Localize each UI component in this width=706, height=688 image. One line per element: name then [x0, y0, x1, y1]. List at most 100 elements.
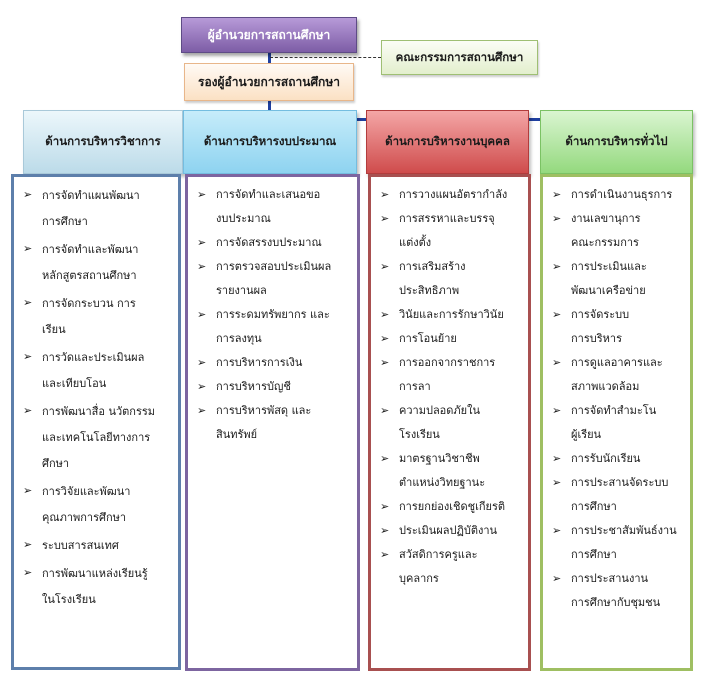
list-item: ➢ การสรรหาและบรรจุ แต่งตั้ง — [377, 207, 524, 255]
list-item: ➢ การวัดและประเมินผล และเทียบโอน — [20, 345, 174, 397]
list-item-text: การวัดและประเมินผล และเทียบโอน — [42, 351, 145, 390]
budget-admin-list: ➢การจัดทำและเสนอขอ งบประมาณ ➢ การจัดสรรงบป… — [194, 183, 353, 447]
budget-admin-column: ➢การจัดทำและเสนอขอ งบประมาณ ➢ การจัดสรรงบป… — [185, 174, 360, 671]
list-item-text: การประสานงาน การศึกษากับชุมชน — [571, 572, 661, 609]
list-item-text: ระบบสารสนเทศ — [42, 539, 119, 552]
academic-admin-header-label: ด้านการบริหารวิชาการ — [45, 134, 161, 148]
arrow-bullet-icon: ➢ — [23, 350, 33, 363]
arrow-bullet-icon: ➢ — [380, 452, 390, 465]
list-item: ➢ การโอนย้าย — [377, 327, 524, 351]
personnel-admin-header: ด้านการบริหารงานบุคคล — [366, 110, 529, 174]
connector-director-committee — [270, 57, 381, 58]
committee-box: คณะกรรมการสถานศึกษา — [381, 40, 538, 75]
list-item: ➢การจัดระบบ การบริหาร — [549, 303, 686, 351]
arrow-bullet-icon: ➢ — [197, 404, 207, 417]
list-item-text: การบริหารการเงิน — [216, 356, 303, 369]
arrow-bullet-icon: ➢ — [380, 548, 390, 561]
arrow-bullet-icon: ➢ — [552, 188, 562, 201]
list-item: ➢การออกจากราชการ การลา — [377, 351, 524, 399]
list-item-text: การออกจากราชการ การลา — [399, 356, 496, 393]
list-item-text: งานเลขานุการ คณะกรรมการ — [571, 212, 641, 249]
arrow-bullet-icon: ➢ — [197, 356, 207, 369]
list-item-text: การสรรหาและบรรจุ แต่งตั้ง — [399, 212, 495, 249]
list-item-text: การวิจัยและพัฒนา คุณภาพการศึกษา — [42, 485, 131, 524]
arrow-bullet-icon: ➢ — [552, 452, 562, 465]
personnel-admin-list: ➢การวางแผนอัตรากำลัง➢การสรรหาและบรรจุ แต… — [377, 183, 524, 591]
list-item: ➢การพัฒนาสื่อ นวัตกรรม และเทคโนโลยีทางกา… — [20, 399, 174, 477]
list-item: ➢ การจัดทำสำมะโน ผู้เรียน — [549, 399, 686, 447]
list-item: ➢การจัดทำและเสนอขอ งบประมาณ — [194, 183, 353, 231]
arrow-bullet-icon: ➢ — [380, 260, 390, 273]
arrow-bullet-icon: ➢ — [23, 538, 33, 551]
arrow-bullet-icon: ➢ — [23, 296, 33, 309]
list-item: ➢ การพัฒนาแหล่งเรียนรู้ ในโรงเรียน — [20, 561, 174, 613]
list-item: ➢สวัสดิการครูและ บุคลากร — [377, 543, 524, 591]
arrow-bullet-icon: ➢ — [552, 572, 562, 585]
list-item: ➢ วินัยและการรักษาวินัย — [377, 303, 524, 327]
list-item-text: การโอนย้าย — [399, 332, 457, 345]
list-item: ➢ ความปลอดภัยใน โรงเรียน — [377, 399, 524, 447]
arrow-bullet-icon: ➢ — [380, 212, 390, 225]
academic-admin-header: ด้านการบริหารวิชาการ — [23, 110, 183, 174]
list-item-text: มาตรฐานวิชาชีพ ตำแหน่งวิทยฐานะ — [399, 452, 486, 489]
personnel-admin-header-label: ด้านการบริหารงานบุคคล — [385, 134, 510, 148]
list-item-text: การบริหารพัสดุ และ สินทรัพย์ — [216, 404, 312, 441]
arrow-bullet-icon: ➢ — [197, 380, 207, 393]
connector-director-deputy — [268, 53, 271, 63]
personnel-admin-column: ➢การวางแผนอัตรากำลัง➢การสรรหาและบรรจุ แต… — [368, 174, 531, 671]
list-item: ➢การตรวจสอบประเมินผล รายงานผล — [194, 255, 353, 303]
list-item: ➢ ประเมินผลปฏิบัติงาน — [377, 519, 524, 543]
list-item: ➢ งานเลขานุการ คณะกรรมการ — [549, 207, 686, 255]
list-item-text: การจัดทำสำมะโน ผู้เรียน — [571, 404, 657, 441]
list-item: ➢การจัดทำแผนพัฒนา การศึกษา — [20, 183, 174, 235]
arrow-bullet-icon: ➢ — [380, 332, 390, 345]
list-item: ➢ การบริหารพัสดุ และ สินทรัพย์ — [194, 399, 353, 447]
committee-label: คณะกรรมการสถานศึกษา — [395, 49, 524, 64]
academic-admin-column: ➢การจัดทำแผนพัฒนา การศึกษา➢การจัดทำและพั… — [11, 174, 181, 670]
arrow-bullet-icon: ➢ — [23, 188, 33, 201]
arrow-bullet-icon: ➢ — [380, 188, 390, 201]
list-item: ➢การเสริมสร้าง ประสิทธิภาพ — [377, 255, 524, 303]
connector-horizontal-bus — [183, 118, 540, 121]
arrow-bullet-icon: ➢ — [380, 404, 390, 417]
list-item-text: ประเมินผลปฏิบัติงาน — [399, 524, 498, 537]
arrow-bullet-icon: ➢ — [197, 308, 207, 321]
list-item: ➢การประชาสัมพันธ์งาน การศึกษา — [549, 519, 686, 567]
list-item: ➢ การดำเนินงานธุรการ — [549, 183, 686, 207]
deputy-director-box: รองผู้อำนวยการสถานศึกษา — [184, 63, 354, 101]
arrow-bullet-icon: ➢ — [552, 404, 562, 417]
list-item-text: การยกย่องเชิดชูเกียรติ — [399, 500, 506, 513]
list-item: ➢ การประสานงาน การศึกษากับชุมชน — [549, 567, 686, 615]
arrow-bullet-icon: ➢ — [380, 308, 390, 321]
list-item: ➢ การบริหารบัญชี — [194, 375, 353, 399]
arrow-bullet-icon: ➢ — [380, 524, 390, 537]
list-item: ➢การรับนักเรียน — [549, 447, 686, 471]
arrow-bullet-icon: ➢ — [380, 500, 390, 513]
list-item: ➢ มาตรฐานวิชาชีพ ตำแหน่งวิทยฐานะ — [377, 447, 524, 495]
arrow-bullet-icon: ➢ — [197, 236, 207, 249]
general-admin-column: ➢ การดำเนินงานธุรการ ➢ งานเลขานุการ คณะกรรม… — [540, 174, 693, 671]
list-item-text: การบริหารบัญชี — [216, 380, 291, 393]
arrow-bullet-icon: ➢ — [552, 212, 562, 225]
list-item-text: การประสานจัดระบบ การศึกษา — [571, 476, 669, 513]
budget-admin-header-label: ด้านการบริหารงบประมาณ — [203, 134, 337, 148]
list-item: ➢การประสานจัดระบบ การศึกษา — [549, 471, 686, 519]
list-item-text: ความปลอดภัยใน โรงเรียน — [399, 404, 481, 441]
arrow-bullet-icon: ➢ — [552, 308, 562, 321]
list-item-text: การจัดสรรงบประมาณ — [216, 236, 322, 249]
list-item: ➢การวิจัยและพัฒนา คุณภาพการศึกษา — [20, 479, 174, 531]
list-item-text: การดำเนินงานธุรการ — [571, 188, 673, 201]
arrow-bullet-icon: ➢ — [23, 566, 33, 579]
general-admin-list: ➢ การดำเนินงานธุรการ ➢ งานเลขานุการ คณะกรรม… — [549, 183, 686, 615]
general-admin-header: ด้านการบริหารทั่วไป — [540, 110, 693, 174]
list-item-text: การตรวจสอบประเมินผล รายงานผล — [216, 260, 332, 297]
list-item-text: การจัดกระบวน การ เรียน — [42, 297, 136, 336]
director-box: ผู้อำนวยการสถานศึกษา — [181, 17, 357, 53]
general-admin-header-label: ด้านการบริหารทั่วไป — [565, 134, 668, 148]
list-item-text: การระดมทรัพยากร และ การลงทุน — [216, 308, 330, 345]
list-item-text: การประชาสัมพันธ์งาน การศึกษา — [571, 524, 677, 561]
list-item-text: การพัฒนาแหล่งเรียนรู้ ในโรงเรียน — [42, 567, 148, 606]
list-item-text: การจัดทำและพัฒนา หลักสูตรสถานศึกษา — [42, 243, 139, 282]
list-item: ➢ การบริหารการเงิน — [194, 351, 353, 375]
list-item-text: วินัยและการรักษาวินัย — [399, 308, 504, 321]
